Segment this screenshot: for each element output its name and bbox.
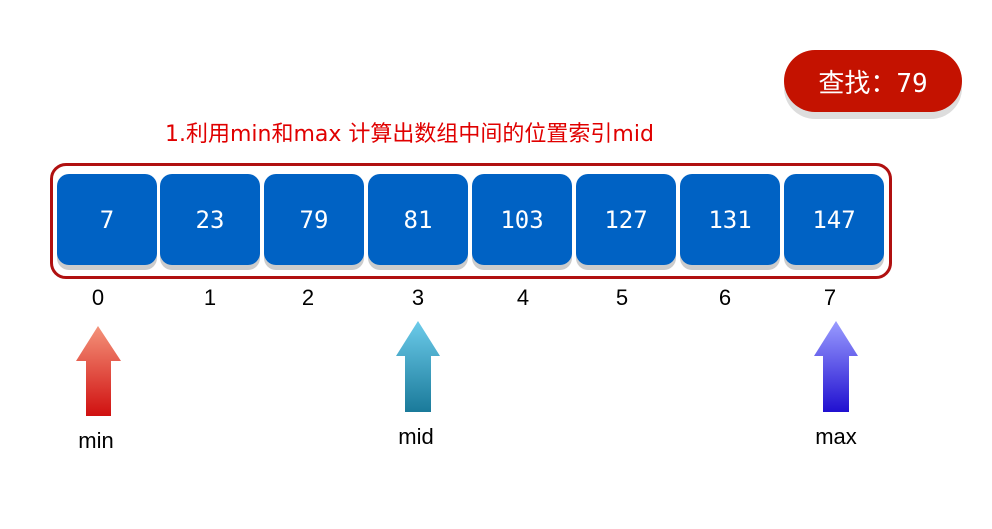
mid-label: mid (398, 424, 434, 449)
array-index: 1 (203, 285, 217, 310)
array-cell: 147 (784, 174, 884, 265)
array-index: 0 (91, 285, 105, 310)
max-arrow-icon (814, 321, 858, 412)
array-cell: 131 (680, 174, 780, 265)
array-index: 4 (516, 285, 530, 310)
array-index: 3 (411, 285, 425, 310)
max-label: max (815, 424, 857, 449)
array-cell: 23 (160, 174, 260, 265)
array-cell: 103 (472, 174, 572, 265)
array-index: 5 (615, 285, 629, 310)
array-cell: 79 (264, 174, 364, 265)
array-cell: 7 (57, 174, 157, 265)
array-index: 7 (823, 285, 837, 310)
array-cell: 127 (576, 174, 676, 265)
array-index: 6 (718, 285, 732, 310)
mid-arrow-icon (396, 321, 440, 412)
array-cell: 81 (368, 174, 468, 265)
min-arrow-icon (76, 326, 121, 416)
min-label: min (78, 428, 114, 453)
step-title: 1.利用min和max 计算出数组中间的位置索引mid (165, 122, 654, 147)
array-index: 2 (301, 285, 315, 310)
array-frame (50, 163, 892, 279)
search-target-badge: 查找：79 (784, 50, 962, 112)
